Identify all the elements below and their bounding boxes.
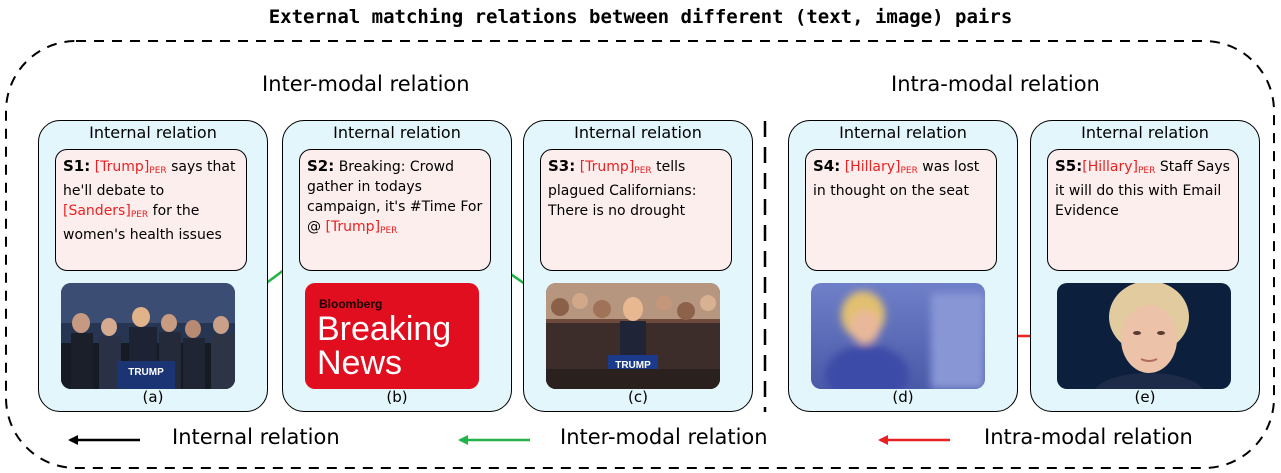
panel-heading: Internal relation — [333, 123, 461, 142]
panel-caption: (a) — [142, 388, 164, 406]
panel-caption: (c) — [628, 388, 648, 406]
panel-caption: (b) — [386, 388, 408, 406]
entity-mention: [Trump] — [579, 159, 635, 175]
entity-mention: [Hillary] — [844, 159, 901, 175]
text-box-s2: S2: Breaking: Crowd gather in todays cam… — [299, 149, 491, 271]
entity-mention: [Trump] — [325, 219, 381, 235]
text-box-s1: S1: [Trump]PER says that he'll debate to… — [55, 149, 247, 271]
sentence-id: S5: — [1055, 157, 1083, 175]
panel-heading: Internal relation — [839, 123, 967, 142]
legend-inter-modal-label: Inter-modal relation — [560, 425, 768, 449]
text-box-s3: S3: [Trump]PER tells plagued Californian… — [540, 149, 732, 271]
outer-dashed-border — [5, 40, 1275, 469]
sentence-id: S4: — [813, 157, 841, 175]
panel-b: Internal relation S2: Breaking: Crowd ga… — [282, 120, 512, 412]
text-box-s4: S4: [Hillary]PER was lost in thought on … — [805, 149, 997, 271]
sentence-id: S1: — [63, 157, 91, 175]
legend-intra-modal-label: Intra-modal relation — [984, 425, 1193, 449]
sentence-text: Staff Says it will do this with Email Ev… — [1055, 159, 1230, 219]
panel-c: Internal relation S3: [Trump]PER tells p… — [523, 120, 753, 412]
sentence-id: S2: — [307, 157, 335, 175]
panel-a: Internal relation S1: [Trump]PER says th… — [38, 120, 268, 412]
text-box-s5: S5:[Hillary]PER Staff Says it will do th… — [1047, 149, 1239, 271]
sentence-text: Breaking: Crowd gather in todays campaig… — [307, 159, 483, 235]
news-word: News — [317, 344, 403, 382]
podium-sign-text: TRUMP — [615, 360, 651, 371]
panel-caption: (d) — [892, 388, 914, 406]
section-label-inter-modal: Inter-modal relation — [262, 72, 470, 96]
entity-tag: PER — [380, 226, 398, 236]
panel-heading: Internal relation — [1081, 123, 1209, 142]
breaking-word: Breaking — [317, 310, 452, 348]
sentence-text: for the women's health issues — [63, 203, 222, 243]
entity-tag: PER — [149, 166, 167, 176]
sentence-text: was lost in thought on the seat — [813, 159, 980, 199]
photo-rally-podium: TRUMP — [61, 283, 235, 389]
entity-mention: [Trump] — [94, 159, 150, 175]
section-label-intra-modal: Intra-modal relation — [891, 72, 1100, 96]
entity-tag: PER — [634, 166, 652, 176]
podium-sign-text: TRUMP — [128, 367, 164, 378]
panel-d: Internal relation S4: [Hillary]PER was l… — [788, 120, 1018, 412]
sentence-text: says that he'll debate to — [63, 159, 236, 199]
entity-tag: PER — [900, 166, 918, 176]
legend-internal-label: Internal relation — [172, 425, 340, 449]
panel-e: Internal relation S5:[Hillary]PER Staff … — [1030, 120, 1260, 412]
panel-heading: Internal relation — [574, 123, 702, 142]
sentence-text: tells plagued Californians: There is no … — [548, 159, 697, 219]
photo-blurred-woman — [811, 283, 985, 389]
figure-title: External matching relations between diff… — [268, 6, 1013, 28]
entity-mention: [Sanders] — [63, 203, 131, 219]
entity-tag: PER — [130, 210, 149, 220]
photo-breaking-news: Bloomberg Breaking News — [305, 283, 479, 389]
panel-heading: Internal relation — [89, 123, 217, 142]
sentence-id: S3: — [548, 157, 576, 175]
panel-caption: (e) — [1134, 388, 1156, 406]
photo-rally-crowd: TRUMP — [546, 283, 720, 389]
entity-mention: [Hillary] — [1082, 159, 1138, 175]
bloomberg-brand: Bloomberg — [319, 297, 383, 311]
photo-portrait-woman — [1057, 283, 1231, 389]
entity-tag: PER — [1138, 166, 1156, 176]
